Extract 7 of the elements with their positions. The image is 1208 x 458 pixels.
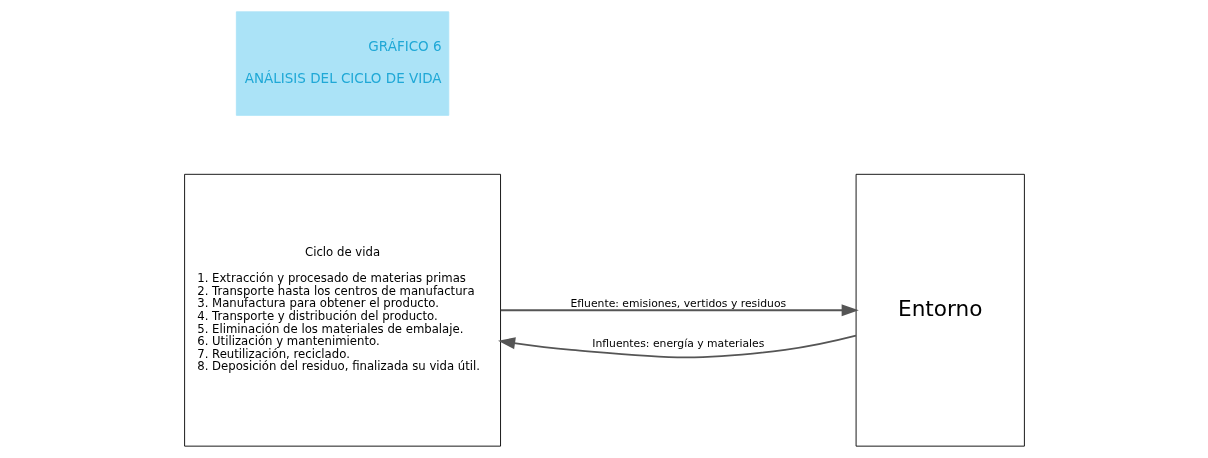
arrow <box>499 304 859 317</box>
arrow <box>497 334 857 359</box>
node-box: GRÁFICO 6 ANÁLISIS DEL CICLO DE VIDA <box>235 11 449 116</box>
edge-label: Efluente: emisiones, vertidos y residuos <box>569 297 786 311</box>
edge-label: Influentes: energía y materiales <box>591 336 764 350</box>
node-box: Ciclo de vida 1. Extracción y procesado de materias primas 2. Transporte hasta los centros de manufactura 3. Manufactura para obtener el producto. 4. Transporte y distribución del producto. 5. Eliminación de los materiales de embalaje. 6. Utilización y mantenimiento. 7. Reutilización, reciclado. 8. Deposición del residuo, finalizada su vida útil. <box>183 173 501 447</box>
node-box: Entorno <box>855 173 1025 447</box>
